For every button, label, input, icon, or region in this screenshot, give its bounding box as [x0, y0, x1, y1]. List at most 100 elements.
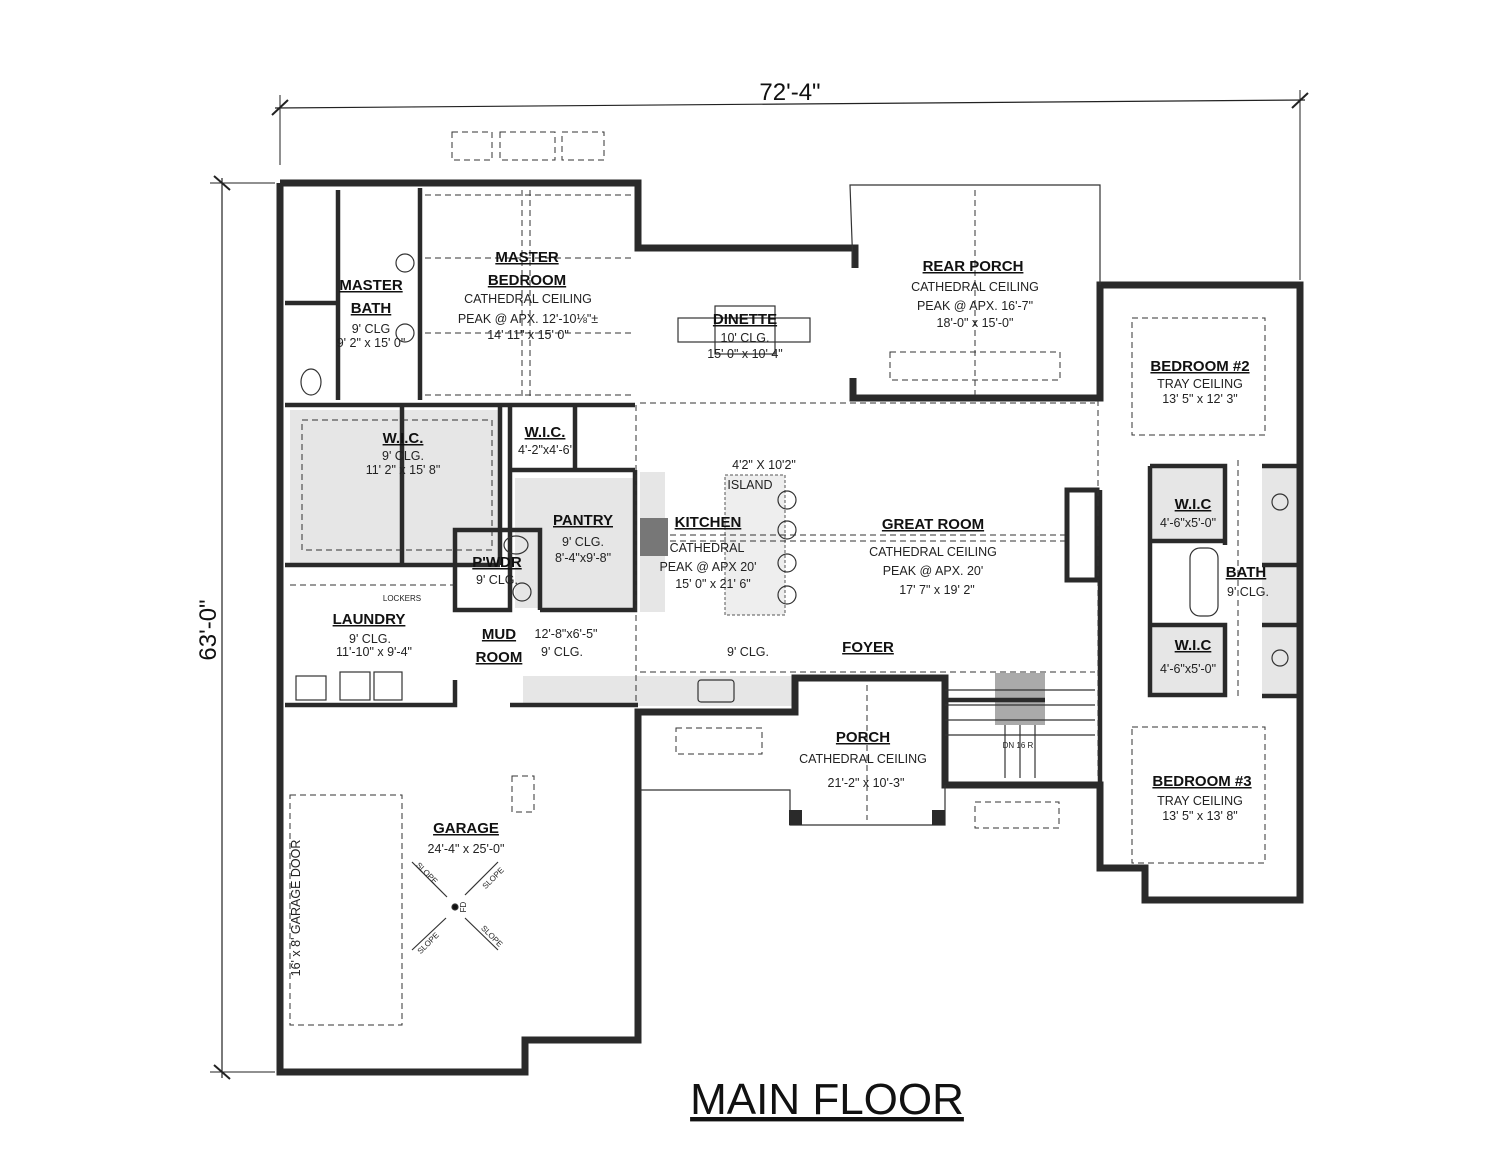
room-name: P'WDR [472, 554, 522, 571]
room-size: 9' 2" x 15' 0" [337, 336, 406, 350]
room-size: 13' 5" x 13' 8" [1162, 809, 1238, 823]
room-powder: P'WDR 9' CLG. [472, 554, 522, 587]
room-name: BATH [351, 300, 392, 317]
room-peak: PEAK @ APX 20' [659, 560, 756, 574]
slope-label: SLOPE [479, 924, 504, 949]
ceiling-lines [289, 190, 1266, 1026]
room-laundry: LAUNDRY 9' CLG. 11'-10" x 9'-4" [333, 611, 412, 659]
room-size: 4'-6"x5'-0" [1160, 516, 1216, 530]
lockers-label: LOCKERS [383, 594, 421, 603]
room-name: BEDROOM #2 [1150, 358, 1249, 375]
room-size: 18'-0" x 15'-0" [937, 316, 1014, 330]
room-size: 17' 7" x 19' 2" [899, 583, 975, 597]
room-rear-porch: REAR PORCH CATHEDRAL CEILING PEAK @ APX.… [911, 258, 1039, 330]
depth-dimension: 63'-0" [195, 175, 275, 1080]
room-small-wic: W.I.C. 4'-2"x4'-6' [518, 424, 572, 457]
room-bedroom-3: BEDROOM #3 TRAY CEILING 13' 5" x 13' 8" [1152, 773, 1251, 823]
room-ceiling: 9' CLG. [476, 573, 518, 587]
stairs-label: DN 16 R [1003, 741, 1034, 750]
room-ceiling: CATHEDRAL CEILING [869, 545, 997, 559]
room-great-room: GREAT ROOM CATHEDRAL CEILING PEAK @ APX.… [869, 516, 997, 597]
room-ceiling: 9' CLG. [1227, 585, 1269, 599]
room-ceiling: 9' CLG. [382, 449, 424, 463]
room-name: LAUNDRY [333, 611, 406, 628]
exterior-wall [276, 179, 1304, 1076]
room-master-bedroom: MASTER BEDROOM CATHEDRAL CEILING PEAK @ … [458, 249, 598, 342]
floor-drain-label: FD [459, 901, 468, 912]
room-size: 8'-4"x9'-8" [555, 551, 611, 565]
room-size: 4'-6"x5'-0" [1160, 662, 1216, 676]
room-name: MUD [482, 626, 516, 643]
room-garage: GARAGE 24'-4" x 25'-0" 16' x 8' GARAGE D… [289, 820, 506, 976]
kitchen-island: 4'2" X 10'2" ISLAND [727, 458, 795, 492]
porch-column [932, 810, 945, 825]
room-ceiling: CATHEDRAL CEILING [464, 292, 592, 306]
width-dimension-label: 72'-4" [759, 79, 820, 106]
slope-label: SLOPE [481, 866, 506, 891]
room-foyer: FOYER [842, 639, 894, 656]
room-peak: PEAK @ APX. 16'-7" [917, 299, 1033, 313]
depth-dimension-label: 63'-0" [195, 599, 222, 660]
room-ceiling: TRAY CEILING [1157, 794, 1243, 808]
room-name: BEDROOM [488, 272, 566, 289]
room-name: W.I.C. [383, 430, 424, 447]
room-name: GREAT ROOM [882, 516, 984, 533]
stairs: DN 16 R [945, 689, 1095, 778]
room-size: 4'-2"x4'-6' [518, 443, 572, 457]
room-ceiling: TRAY CEILING [1157, 377, 1243, 391]
island-label: ISLAND [727, 478, 772, 492]
room-master-bath: MASTER BATH 9' CLG 9' 2" x 15' 0" [337, 277, 406, 350]
room-name: BEDROOM #3 [1152, 773, 1251, 790]
room-master-wic: W.I.C. 9' CLG. 11' 2" x 15' 8" [366, 430, 441, 477]
room-size: 11'-10" x 9'-4" [336, 645, 412, 659]
room-name: W.I.C. [525, 424, 566, 441]
room-size: 21'-2" x 10'-3" [828, 776, 905, 790]
garage-door-label: 16' x 8' GARAGE DOOR [289, 840, 303, 977]
room-ceiling: 9' CLG [352, 322, 391, 336]
room-name: MASTER [339, 277, 403, 294]
room-name: MASTER [495, 249, 559, 266]
width-dimension: 72'-4" [271, 79, 1309, 280]
room-size: 14' 11" x 15' 0" [487, 328, 569, 342]
room-name: KITCHEN [675, 514, 742, 531]
slope-label: SLOPE [414, 861, 439, 886]
room-porch: PORCH CATHEDRAL CEILING 21'-2" x 10'-3" [799, 729, 927, 790]
island-size: 4'2" X 10'2" [732, 458, 796, 472]
room-name: GARAGE [433, 820, 499, 837]
fixtures [295, 253, 1289, 703]
room-name: PANTRY [553, 512, 613, 529]
room-size: 12'-8"x6'-5" [535, 627, 598, 641]
hall-ceiling-label: 9' CLG. [727, 645, 769, 659]
porch-column [789, 810, 802, 825]
room-kitchen: KITCHEN CATHEDRAL PEAK @ APX 20' 15' 0" … [659, 514, 756, 591]
room-name: BATH [1226, 564, 1267, 581]
interior-walls [285, 188, 1297, 785]
room-ceiling: CATHEDRAL [670, 541, 745, 555]
room-peak: PEAK @ APX. 12'-10⅛"± [458, 312, 598, 326]
rear-porch-outline [849, 184, 1101, 285]
room-size: 15' 0" x 10' 4" [707, 347, 783, 361]
room-ceiling: 10' CLG. [721, 331, 770, 345]
room-bath: BATH 9' CLG. [1226, 564, 1269, 599]
room-name: W.I.C [1175, 637, 1212, 654]
room-dinette: DINETTE 10' CLG. 15' 0" x 10' 4" [707, 311, 783, 361]
plan-title: MAIN FLOOR [690, 1075, 964, 1124]
room-bedroom-2: BEDROOM #2 TRAY CEILING 13' 5" x 12' 3" [1150, 358, 1249, 406]
room-mud-room: MUD ROOM 12'-8"x6'-5" 9' CLG. [476, 626, 598, 666]
room-size: 15' 0" x 21' 6" [675, 577, 751, 591]
room-ceiling: 9' CLG. [349, 632, 391, 646]
room-size: 11' 2" x 15' 8" [366, 463, 441, 477]
room-size: 13' 5" x 12' 3" [1162, 392, 1238, 406]
room-ceiling: 9' CLG. [541, 645, 583, 659]
room-ceiling: CATHEDRAL CEILING [799, 752, 927, 766]
room-peak: PEAK @ APX. 20' [883, 564, 984, 578]
room-name: ROOM [476, 649, 523, 666]
garage-slope-arrows [411, 861, 499, 951]
room-name: REAR PORCH [923, 258, 1024, 275]
windows [451, 131, 1061, 829]
room-name: DINETTE [713, 311, 777, 328]
room-name: W.I.C [1175, 496, 1212, 513]
room-name: PORCH [836, 729, 890, 746]
room-wic-lower: W.I.C 4'-6"x5'-0" [1160, 637, 1216, 676]
